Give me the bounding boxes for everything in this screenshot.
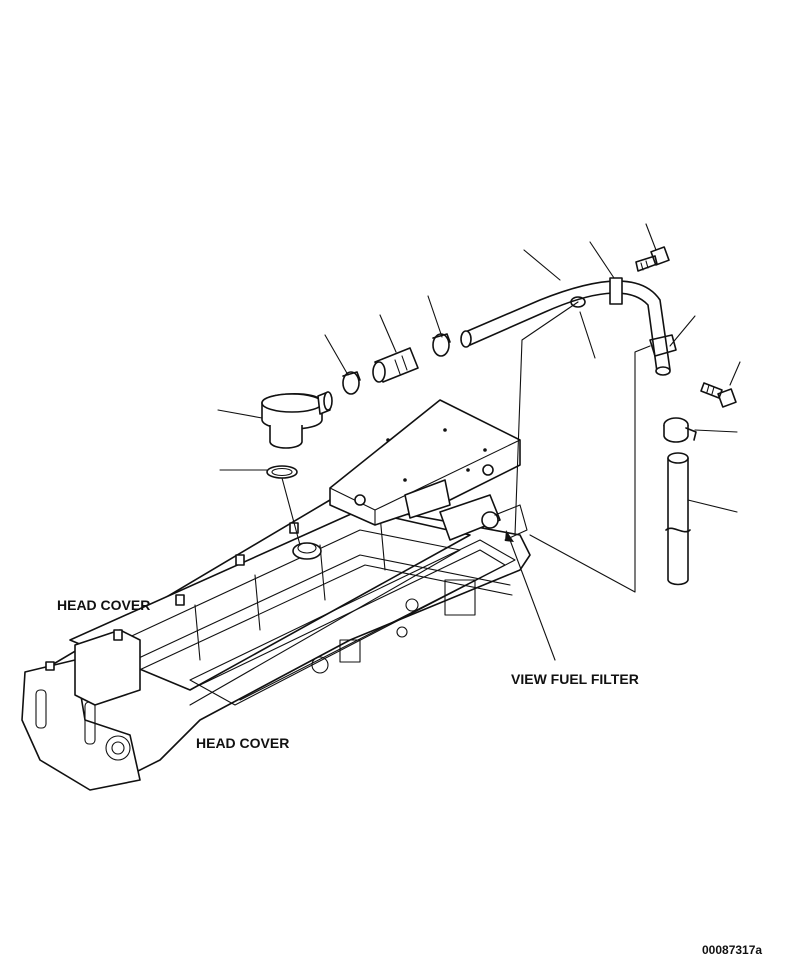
o-ring: [266, 465, 298, 479]
long-hose: [665, 452, 691, 586]
bolt-right: [700, 382, 737, 408]
breather-elbow: [261, 391, 333, 449]
bolt-top: [635, 246, 670, 272]
hose-clamp-1: [342, 371, 361, 395]
breather-pipe: [460, 277, 677, 376]
leader-lines: [217, 223, 741, 661]
label-view-fuel-filter: VIEW FUEL FILTER: [511, 671, 639, 687]
short-hose: [372, 347, 419, 383]
label-head-cover-upper: HEAD COVER: [57, 597, 151, 613]
o-ring-guide-line: [281, 477, 301, 546]
figure-id: 00087317a: [702, 943, 763, 957]
hose-clamp-2: [432, 333, 451, 357]
hose-clamp-3: [663, 417, 697, 443]
label-head-cover-lower: HEAD COVER: [196, 735, 290, 751]
fuel-filter-bracket: [329, 399, 528, 541]
engine-head-assembly: [21, 499, 531, 791]
